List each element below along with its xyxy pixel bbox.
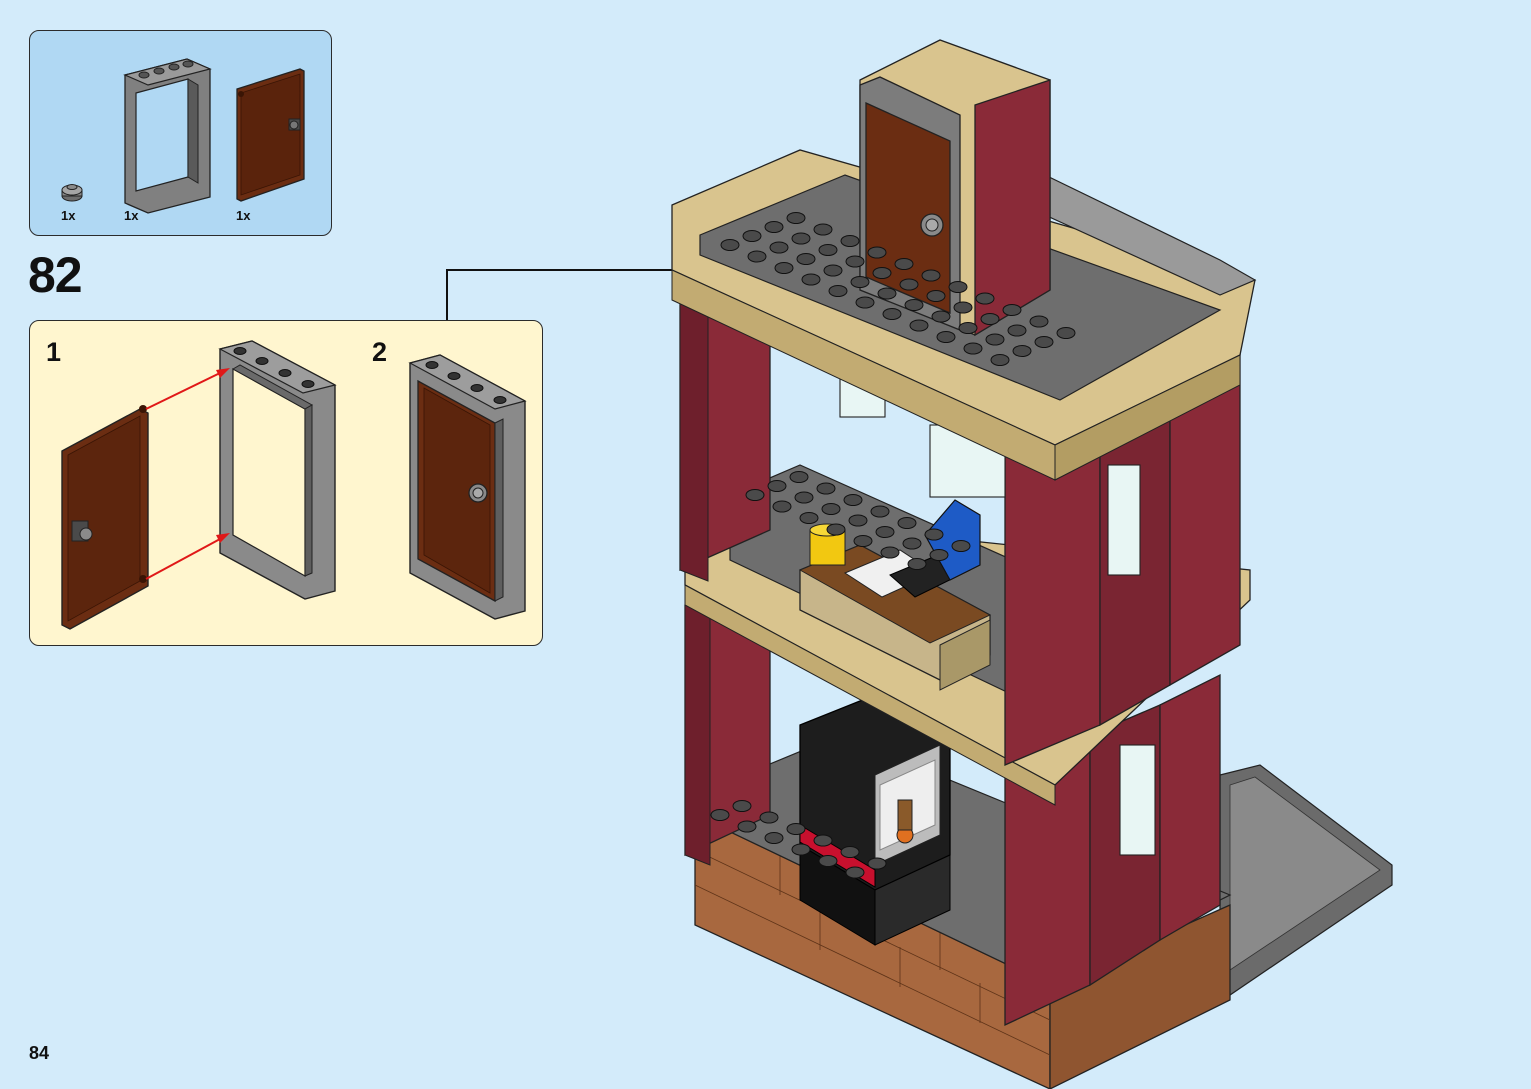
street-slab — [1220, 765, 1392, 995]
building-model-illustration — [660, 25, 1400, 1089]
page-number: 84 — [29, 1043, 49, 1064]
